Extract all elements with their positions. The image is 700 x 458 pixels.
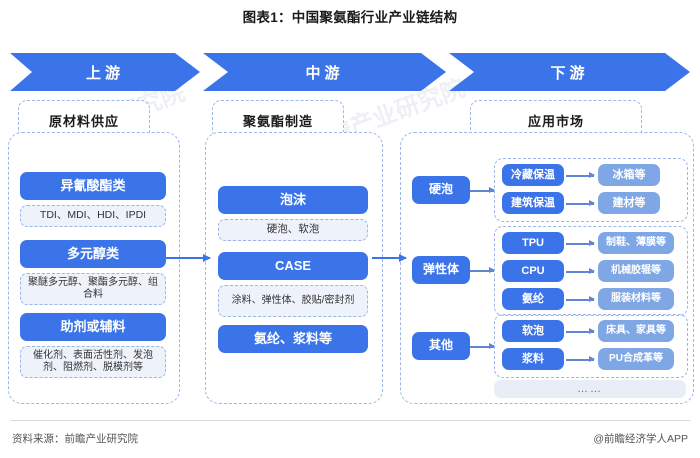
arrow-elastomer (470, 267, 495, 273)
downstream-mid-building-insulation[interactable]: 建筑保温 (502, 192, 564, 214)
brand-watermark: @前瞻经济学人APP (593, 433, 688, 445)
downstream-end-bedding-furniture[interactable]: 床具、家具等 (598, 320, 674, 342)
downstream-source-other[interactable]: 其他 (412, 332, 470, 360)
arrow-cold-storage (566, 172, 595, 178)
upstream-head-polyol[interactable]: 多元醇类 (20, 240, 166, 268)
upstream-detail-polyol: 聚醚多元醇、聚酯多元醇、组合料 (20, 273, 166, 305)
midstream-head-spandex-slurry[interactable]: 氨纶、浆料等 (218, 325, 368, 353)
stage-banner-upstream: 上游 (10, 53, 200, 91)
arrow-cpu (566, 268, 595, 274)
arrow-flexible-foam (566, 328, 595, 334)
midstream-detail-case: 涂料、弹性体、胶贴/密封剂 (218, 285, 368, 317)
arrow-spandex (566, 296, 595, 302)
downstream-source-rigid-foam[interactable]: 硬泡 (412, 176, 470, 204)
downstream-end-shoe-film[interactable]: 制鞋、薄膜等 (598, 232, 674, 254)
source-note: 资料来源：前瞻产业研究院 (12, 433, 138, 445)
arrow-building-insulation (566, 200, 595, 206)
downstream-group-rigid-foam (494, 158, 688, 222)
arrow-other (470, 343, 495, 349)
downstream-mid-spandex[interactable]: 氨纶 (502, 288, 564, 310)
downstream-source-elastomer[interactable]: 弹性体 (412, 256, 470, 284)
downstream-end-refrigerator[interactable]: 冰箱等 (598, 164, 660, 186)
downstream-mid-cpu[interactable]: CPU (502, 260, 564, 282)
downstream-end-pu-leather[interactable]: PU合成革等 (598, 348, 674, 370)
upstream-head-isocyanate[interactable]: 异氰酸酯类 (20, 172, 166, 200)
upstream-head-additive[interactable]: 助剂或辅料 (20, 313, 166, 341)
arrow-tpu (566, 240, 595, 246)
arrow-midstream-to-downstream (372, 253, 407, 262)
upstream-detail-isocyanate: TDI、MDI、HDI、IPDI (20, 205, 166, 227)
downstream-mid-flexible-foam[interactable]: 软泡 (502, 320, 564, 342)
midstream-head-case[interactable]: CASE (218, 252, 368, 280)
downstream-end-apparel-material[interactable]: 服装材料等 (598, 288, 674, 310)
midstream-detail-foam: 硬泡、软泡 (218, 219, 368, 241)
stage-banner-midstream: 中游 (203, 53, 446, 91)
stage-banner-downstream: 下游 (449, 53, 690, 91)
downstream-end-rubber-roller[interactable]: 机械胶辊等 (598, 260, 674, 282)
arrow-upstream-to-midstream (166, 253, 211, 262)
arrow-rigid-foam (470, 187, 495, 193)
upstream-detail-additive: 催化剂、表面活性剂、发泡剂、阻燃剂、脱模剂等 (20, 346, 166, 378)
downstream-mid-cold-storage[interactable]: 冷藏保温 (502, 164, 564, 186)
downstream-mid-tpu[interactable]: TPU (502, 232, 564, 254)
page-title: 图表1：中国聚氨酯行业产业链结构 (242, 10, 458, 25)
downstream-more-indicator: …… (494, 380, 686, 398)
footer-divider (10, 420, 690, 421)
midstream-head-foam[interactable]: 泡沫 (218, 186, 368, 214)
downstream-end-building-material[interactable]: 建材等 (598, 192, 660, 214)
downstream-group-elastomer (494, 226, 688, 316)
arrow-slurry (566, 356, 595, 362)
downstream-group-other (494, 314, 688, 378)
downstream-mid-slurry[interactable]: 浆料 (502, 348, 564, 370)
